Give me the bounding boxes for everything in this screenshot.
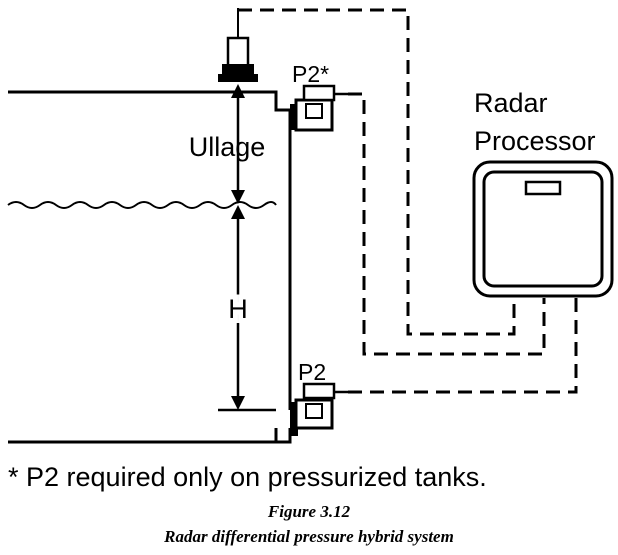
height-arrow bbox=[218, 205, 276, 412]
figure-number: Figure 3.12 bbox=[267, 502, 351, 521]
p2-top-transmitter-icon bbox=[290, 84, 348, 132]
p2-bottom-label: P2 bbox=[298, 359, 326, 385]
radar-processor-icon bbox=[472, 160, 614, 298]
wire-radar-sensor bbox=[238, 8, 516, 336]
processor-label-line2: Processor bbox=[474, 126, 596, 156]
signal-wiring bbox=[238, 8, 578, 394]
wire-p2-bottom bbox=[348, 298, 578, 394]
p2-bottom-transmitter-icon bbox=[290, 382, 348, 436]
ullage-label: Ullage bbox=[189, 132, 266, 162]
wire-p2-top bbox=[348, 92, 546, 356]
p2-top-label: P2* bbox=[292, 61, 329, 87]
figure-title: Radar differential pressure hybrid syste… bbox=[164, 527, 454, 546]
ullage-arrow bbox=[231, 84, 245, 204]
radar-sensor-icon bbox=[218, 8, 258, 82]
height-label: H bbox=[228, 294, 248, 324]
liquid-surface bbox=[7, 201, 277, 209]
footnote: * P2 required only on pressurized tanks. bbox=[8, 462, 487, 492]
processor-label-line1: Radar bbox=[474, 88, 548, 118]
